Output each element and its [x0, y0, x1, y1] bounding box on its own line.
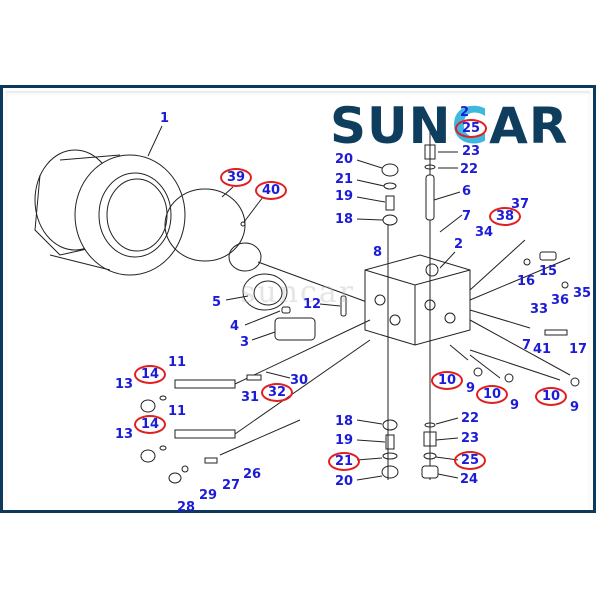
logo-text-sun: SUN: [330, 97, 452, 155]
part-label-20: 20: [335, 152, 354, 167]
part-label-17: 17: [569, 342, 588, 357]
part-label-22: 22: [460, 162, 479, 177]
part-label-28: 28: [177, 500, 196, 515]
logo-text-ar: AR: [489, 97, 569, 155]
valve-body-part-2: [364, 251, 471, 346]
part-label-16: 16: [517, 274, 536, 289]
part-label-2: 2: [460, 105, 470, 120]
part-label-5: 5: [212, 295, 222, 310]
part-label-34: 34: [475, 225, 494, 240]
diagram-frame: [0, 85, 596, 513]
part-label-41: 41: [533, 342, 552, 357]
part-label-27: 27: [222, 478, 241, 493]
part-label-33: 33: [530, 302, 549, 317]
part-label-15: 15: [539, 264, 558, 279]
part-label-21: 21: [328, 452, 361, 471]
part-label-10: 10: [535, 387, 568, 406]
part-label-23: 23: [461, 431, 480, 446]
part-label-30: 30: [290, 373, 309, 388]
part-label-31: 31: [241, 390, 260, 405]
part-label-22: 22: [461, 411, 480, 426]
part-label-8: 8: [373, 245, 383, 260]
part-label-29: 29: [199, 488, 218, 503]
part-label-32: 32: [261, 383, 294, 402]
watermark: suncar: [240, 275, 356, 310]
part-label-11: 11: [168, 404, 187, 419]
part-label-4: 4: [230, 319, 240, 334]
part-label-23: 23: [462, 144, 481, 159]
diagram-canvas: [6, 91, 590, 507]
part-label-26: 26: [243, 467, 262, 482]
part-label-9: 9: [466, 381, 476, 396]
part-label-18: 18: [335, 212, 354, 227]
part-label-25: 25: [454, 451, 487, 470]
part-label-10: 10: [431, 371, 464, 390]
part-label-24: 24: [460, 472, 479, 487]
part-label-37: 37: [511, 197, 530, 212]
part-label-11: 11: [168, 355, 187, 370]
part-label-40: 40: [255, 181, 288, 200]
part-label-7: 7: [462, 209, 472, 224]
part-label-2: 2: [454, 237, 464, 252]
part-label-13: 13: [115, 377, 134, 392]
part-label-3: 3: [240, 335, 250, 350]
part-label-18: 18: [335, 414, 354, 429]
part-label-13: 13: [115, 427, 134, 442]
part-label-39: 39: [220, 168, 253, 187]
part-label-19: 19: [335, 433, 354, 448]
part-label-9: 9: [510, 398, 520, 413]
part-label-6: 6: [462, 184, 472, 199]
part-label-1: 1: [160, 111, 170, 126]
part-label-12: 12: [303, 297, 322, 312]
part-label-36: 36: [551, 293, 570, 308]
part-label-10: 10: [476, 385, 509, 404]
part-label-21: 21: [335, 172, 354, 187]
part-label-7: 7: [522, 338, 532, 353]
part-label-38: 38: [489, 207, 522, 226]
part-label-14: 14: [134, 415, 167, 434]
final-drive-housing-part-1: [34, 125, 186, 276]
part-label-25: 25: [455, 119, 488, 138]
part-label-19: 19: [335, 189, 354, 204]
suncar-logo: SUNCAR: [330, 100, 568, 152]
part-label-14: 14: [134, 365, 167, 384]
part-label-9: 9: [570, 400, 580, 415]
part-label-20: 20: [335, 474, 354, 489]
part-label-35: 35: [573, 286, 592, 301]
